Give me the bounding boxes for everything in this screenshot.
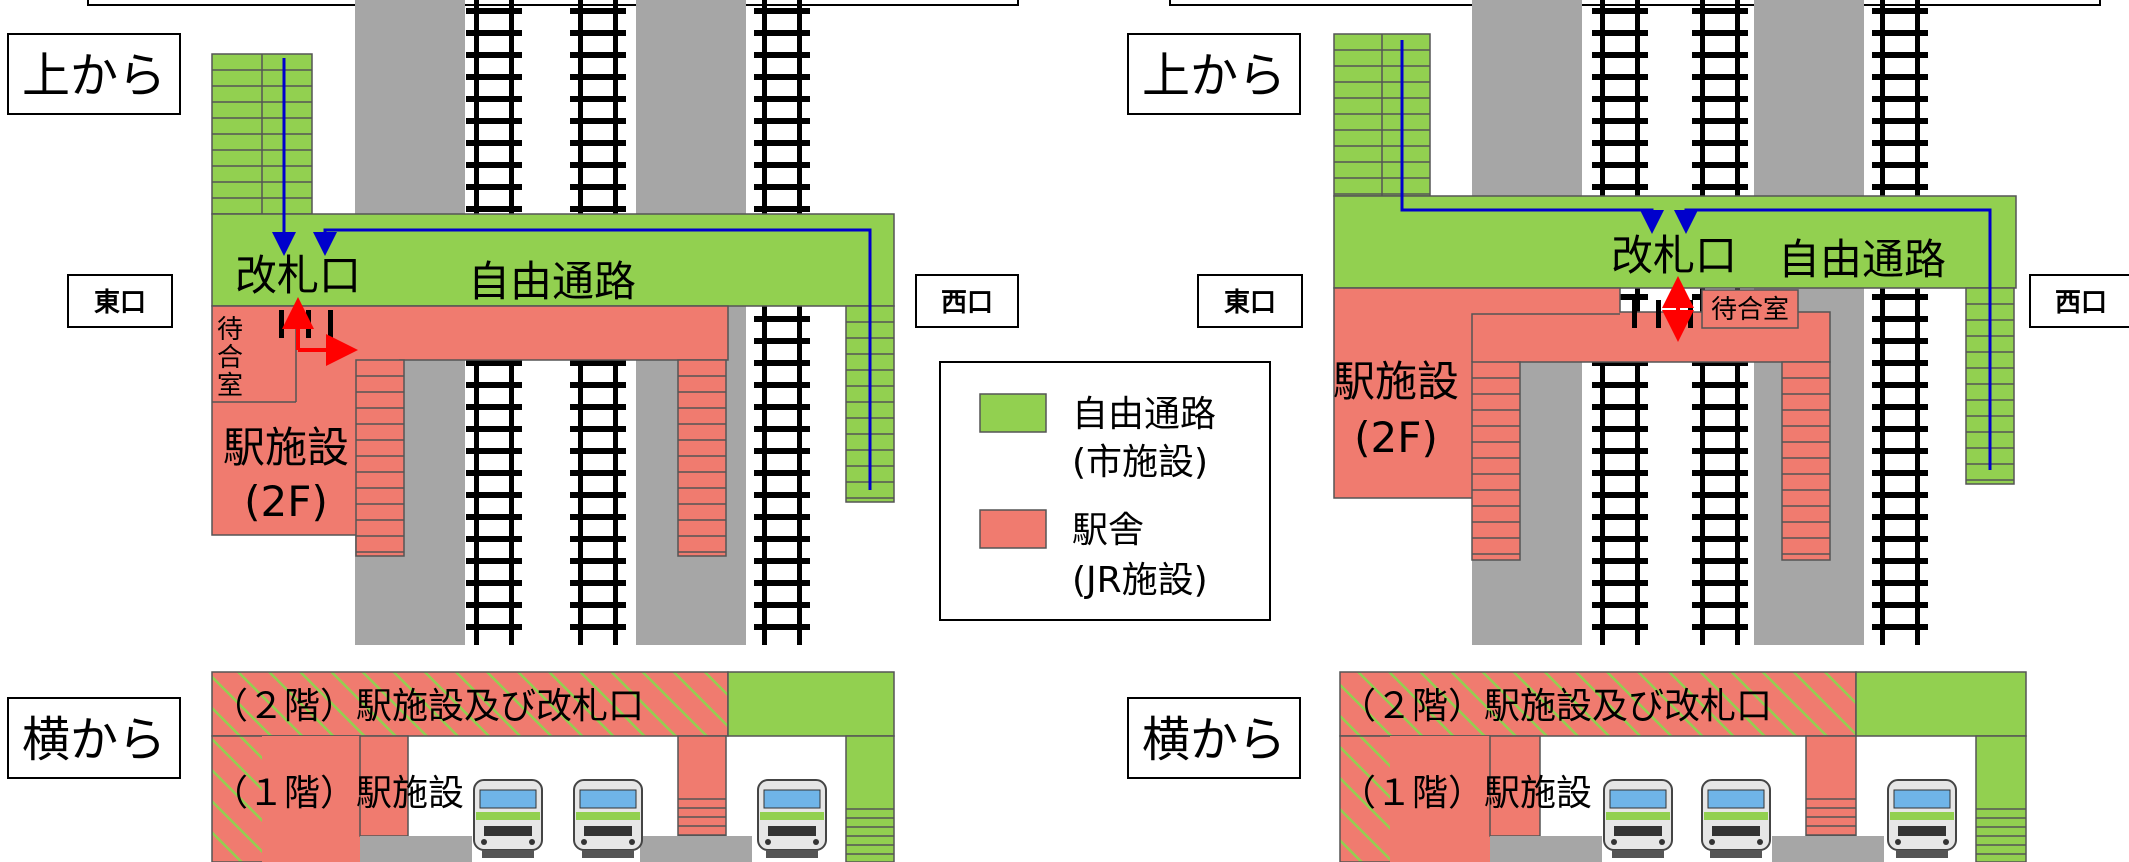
legend-free-sub: (市施設)	[1072, 442, 1208, 483]
side-floor2-label: （２階）駅施設及び改札口	[1340, 686, 1772, 727]
waiting-room-label: 待合室	[1711, 295, 1789, 325]
legend-swatch-free	[979, 393, 1047, 433]
west-exit-label: 西口	[941, 288, 993, 318]
view-side-label: 横から	[1142, 712, 1286, 768]
side-floor1-label: （１階）駅施設	[212, 773, 464, 814]
waiting-room-label: 待合室	[217, 315, 243, 401]
station-facility-label: 駅施設	[1333, 357, 1459, 406]
train-icon	[473, 779, 543, 858]
ticket-gate-label: 改札口	[235, 251, 361, 300]
east-exit-label: 東口	[94, 288, 146, 318]
ticket-gate-label: 改札口	[1611, 231, 1737, 280]
legend-building-sub: (JR施設)	[1072, 560, 1208, 601]
legend: 自由通路 (市施設) 駅舎 (JR施設)	[939, 361, 1271, 621]
legend-building-label: 駅舎	[1072, 510, 1144, 551]
legend-free-label: 自由通路	[1072, 394, 1216, 435]
side-floor2-label: （２階）駅施設及び改札口	[212, 686, 644, 727]
train-icon	[573, 779, 643, 858]
view-side-label: 横から	[22, 712, 166, 768]
east-exit-label: 東口	[1224, 288, 1276, 318]
station-facility-floor: (2F)	[1354, 413, 1438, 462]
free-passage-label: 自由通路	[1778, 235, 1946, 284]
view-top-label: 上から	[1142, 48, 1286, 104]
legend-swatch-building	[979, 509, 1047, 549]
view-top-label: 上から	[22, 48, 166, 104]
side-floor1-label: （１階）駅施設	[1340, 773, 1592, 814]
free-passage-label: 自由通路	[468, 257, 636, 306]
station-facility-label: 駅施設	[223, 423, 349, 472]
train-icon	[1887, 779, 1957, 858]
left-panel: 上から 東口 西口 改札口 自由通路 待合室 駅施設 (2F) 横から （２階）…	[7, 0, 1019, 862]
train-icon	[1603, 779, 1673, 858]
west-exit-label: 西口	[2055, 288, 2107, 318]
station-facility-floor: (2F)	[244, 477, 328, 526]
right-panel: 上から 東口 西口 改札口 自由通路 待合室 駅施設 (2F) 横から （２階）…	[1127, 0, 2129, 862]
train-icon	[757, 779, 827, 858]
train-icon	[1701, 779, 1771, 858]
